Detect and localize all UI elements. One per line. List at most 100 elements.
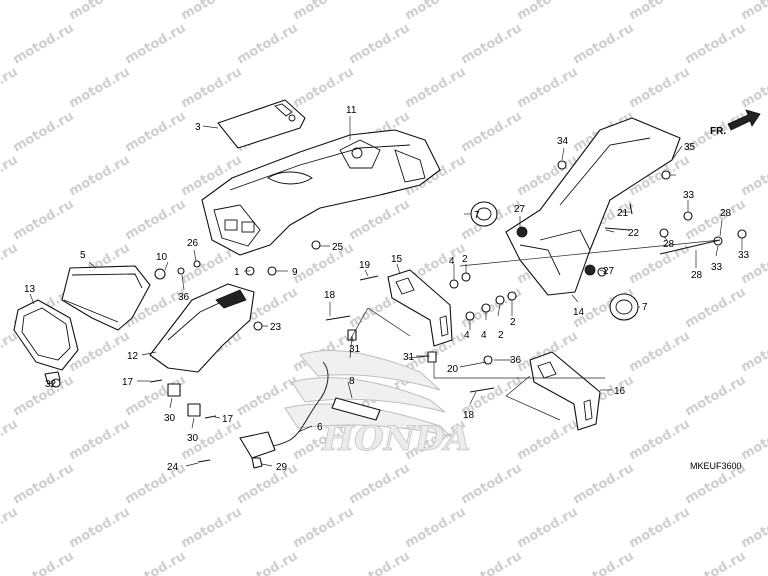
watermark-text: motod.ru: [11, 461, 77, 508]
callout-number: 15: [391, 254, 403, 265]
watermark-text: motod.ru: [11, 109, 77, 156]
watermark-text: motod.ru: [739, 153, 768, 200]
callout-number: 31: [403, 352, 415, 363]
watermark-text: motod.ru: [403, 0, 469, 23]
callout-number: 29: [276, 462, 288, 473]
watermark-text: motod.ru: [0, 241, 20, 288]
callout-number: 17: [222, 414, 234, 425]
watermark-text: motod.ru: [347, 461, 413, 508]
watermark-text: motod.ru: [739, 417, 768, 464]
callout-number: 9: [292, 267, 298, 278]
callout-number: 33: [738, 250, 750, 261]
callout-number: 4: [464, 330, 470, 341]
watermark-text: motod.ru: [0, 65, 20, 112]
watermark-text: motod.ru: [291, 0, 357, 23]
watermark-text: motod.ru: [683, 21, 749, 68]
callout-number: 31: [349, 344, 361, 355]
watermark-text: motod.ru: [67, 417, 133, 464]
watermark-text: motod.ru: [459, 21, 525, 68]
callout-number: 18: [463, 410, 475, 421]
watermark-text: motod.ru: [0, 0, 20, 23]
watermark-text: motod.ru: [235, 461, 301, 508]
watermark-text: motod.ru: [123, 197, 189, 244]
watermark-text: motod.ru: [403, 65, 469, 112]
watermark-text: motod.ru: [0, 417, 20, 464]
watermark-text: motod.ru: [627, 65, 693, 112]
callout-number: 1: [234, 267, 240, 278]
callout-number: 3: [195, 122, 201, 133]
watermark-text: motod.ru: [235, 21, 301, 68]
callout-number: 16: [614, 386, 626, 397]
part-8-reflector: [331, 397, 381, 421]
callout-number: 25: [332, 242, 344, 253]
callout-number: 32: [45, 379, 57, 390]
part-3-plate: [217, 99, 306, 149]
watermark-text: motod.ru: [123, 21, 189, 68]
callout-number: 24: [167, 462, 179, 473]
callout-number: 26: [187, 238, 199, 249]
part-5-tail-lens: [61, 265, 151, 331]
watermark-text: motod.ru: [403, 505, 469, 552]
watermark-text: motod.ru: [67, 0, 133, 23]
watermark-text: motod.ru: [739, 0, 768, 23]
callout-number: 17: [122, 377, 134, 388]
honda-logo: HONDA: [284, 350, 471, 459]
callout-number: 8: [349, 376, 355, 387]
callout-number: 21: [617, 208, 629, 219]
part-6-harness: [239, 361, 329, 469]
watermark-text: motod.ru: [123, 109, 189, 156]
callout-number: 28: [691, 270, 703, 281]
callout-number: 2: [510, 317, 516, 328]
callout-number: 7: [642, 302, 648, 313]
callout-number: 20: [447, 364, 459, 375]
watermark-text: motod.ru: [123, 461, 189, 508]
callout-number: 30: [164, 413, 176, 424]
watermark-text: motod.ru: [11, 21, 77, 68]
watermark-text: motod.ru: [739, 241, 768, 288]
rear-fender: [201, 129, 441, 256]
callout-number: 28: [720, 208, 732, 219]
callout-number: 18: [324, 290, 336, 301]
callout-number: 33: [683, 190, 695, 201]
watermark-text: motod.ru: [515, 0, 581, 23]
callout-number: 11: [346, 105, 357, 116]
callout-number: 2: [498, 330, 504, 341]
part-13-tail-housing: [13, 299, 79, 385]
watermark-text: motod.ru: [739, 505, 768, 552]
watermark-text: motod.ru: [123, 549, 189, 576]
watermark-text: motod.ru: [179, 505, 245, 552]
watermark-text: motod.ru: [179, 0, 245, 23]
watermark-text: motod.ru: [11, 197, 77, 244]
watermark-text: motod.ru: [627, 329, 693, 376]
watermark-text: motod.ru: [291, 505, 357, 552]
part-15-bracket: [387, 269, 453, 347]
callout-number: 12: [127, 351, 139, 362]
watermark-text: motod.ru: [683, 285, 749, 332]
watermark-text: motod.ru: [347, 549, 413, 576]
logo-text: HONDA: [321, 419, 471, 459]
fasteners: [51, 160, 747, 463]
callout-number: 7: [474, 210, 480, 221]
watermark-text: motod.ru: [0, 153, 20, 200]
callout-number: 34: [557, 136, 569, 147]
callout-number: 2: [462, 254, 468, 265]
part-14-bracket-frame: [505, 117, 681, 296]
watermark-text: motod.ru: [627, 505, 693, 552]
watermark-text: motod.ru: [627, 417, 693, 464]
watermark-text: motod.ru: [347, 197, 413, 244]
watermark-text: motod.ru: [571, 549, 637, 576]
watermark-text: motod.ru: [571, 21, 637, 68]
callout-number: 23: [270, 322, 282, 333]
callout-number: 27: [603, 266, 615, 277]
watermark-text: motod.ru: [235, 549, 301, 576]
watermark-text: motod.ru: [627, 241, 693, 288]
callout-number: 4: [449, 256, 455, 267]
callout-number: 4: [481, 330, 487, 341]
watermark-text: motod.ru: [739, 329, 768, 376]
watermark-text: motod.ru: [67, 153, 133, 200]
watermark-text: motod.ru: [179, 65, 245, 112]
front-direction-arrow: FR.: [710, 109, 761, 137]
callout-number: 28: [663, 239, 675, 250]
